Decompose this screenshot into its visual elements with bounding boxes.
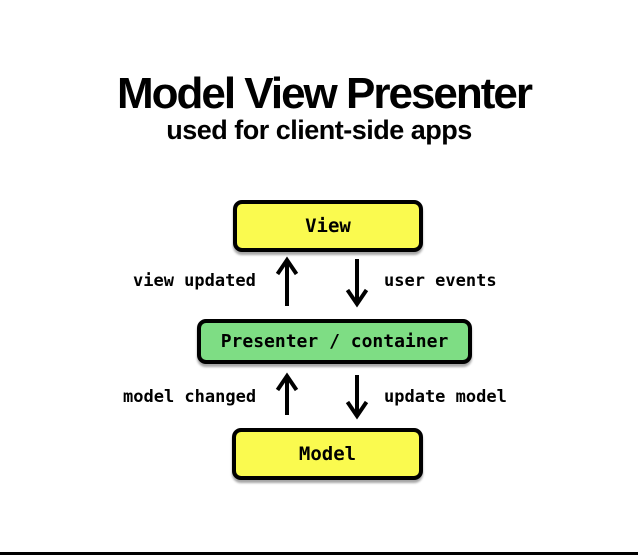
- arrow-up-model-changed-icon: [275, 372, 299, 415]
- arrow-down-update-model-icon: [345, 375, 369, 420]
- node-presenter: Presenter / container: [197, 319, 472, 364]
- arrow-down-user-events-icon: [345, 259, 369, 308]
- node-presenter-label: Presenter / container: [220, 331, 449, 352]
- node-view-label: View: [305, 215, 351, 237]
- page-subtitle: used for client-side apps: [166, 115, 472, 145]
- edge-label-user-events: user events: [384, 271, 497, 291]
- edge-label-view-updated: view updated: [133, 271, 256, 291]
- node-model-label: Model: [298, 443, 357, 465]
- edge-label-model-changed: model changed: [123, 387, 257, 407]
- node-view: View: [233, 200, 423, 252]
- arrow-up-view-updated-icon: [275, 256, 299, 306]
- bottom-border-line: [0, 552, 638, 555]
- node-model: Model: [232, 428, 423, 480]
- page-title: Model View Presenter: [116, 69, 533, 118]
- edge-label-update-model: update model: [384, 387, 507, 407]
